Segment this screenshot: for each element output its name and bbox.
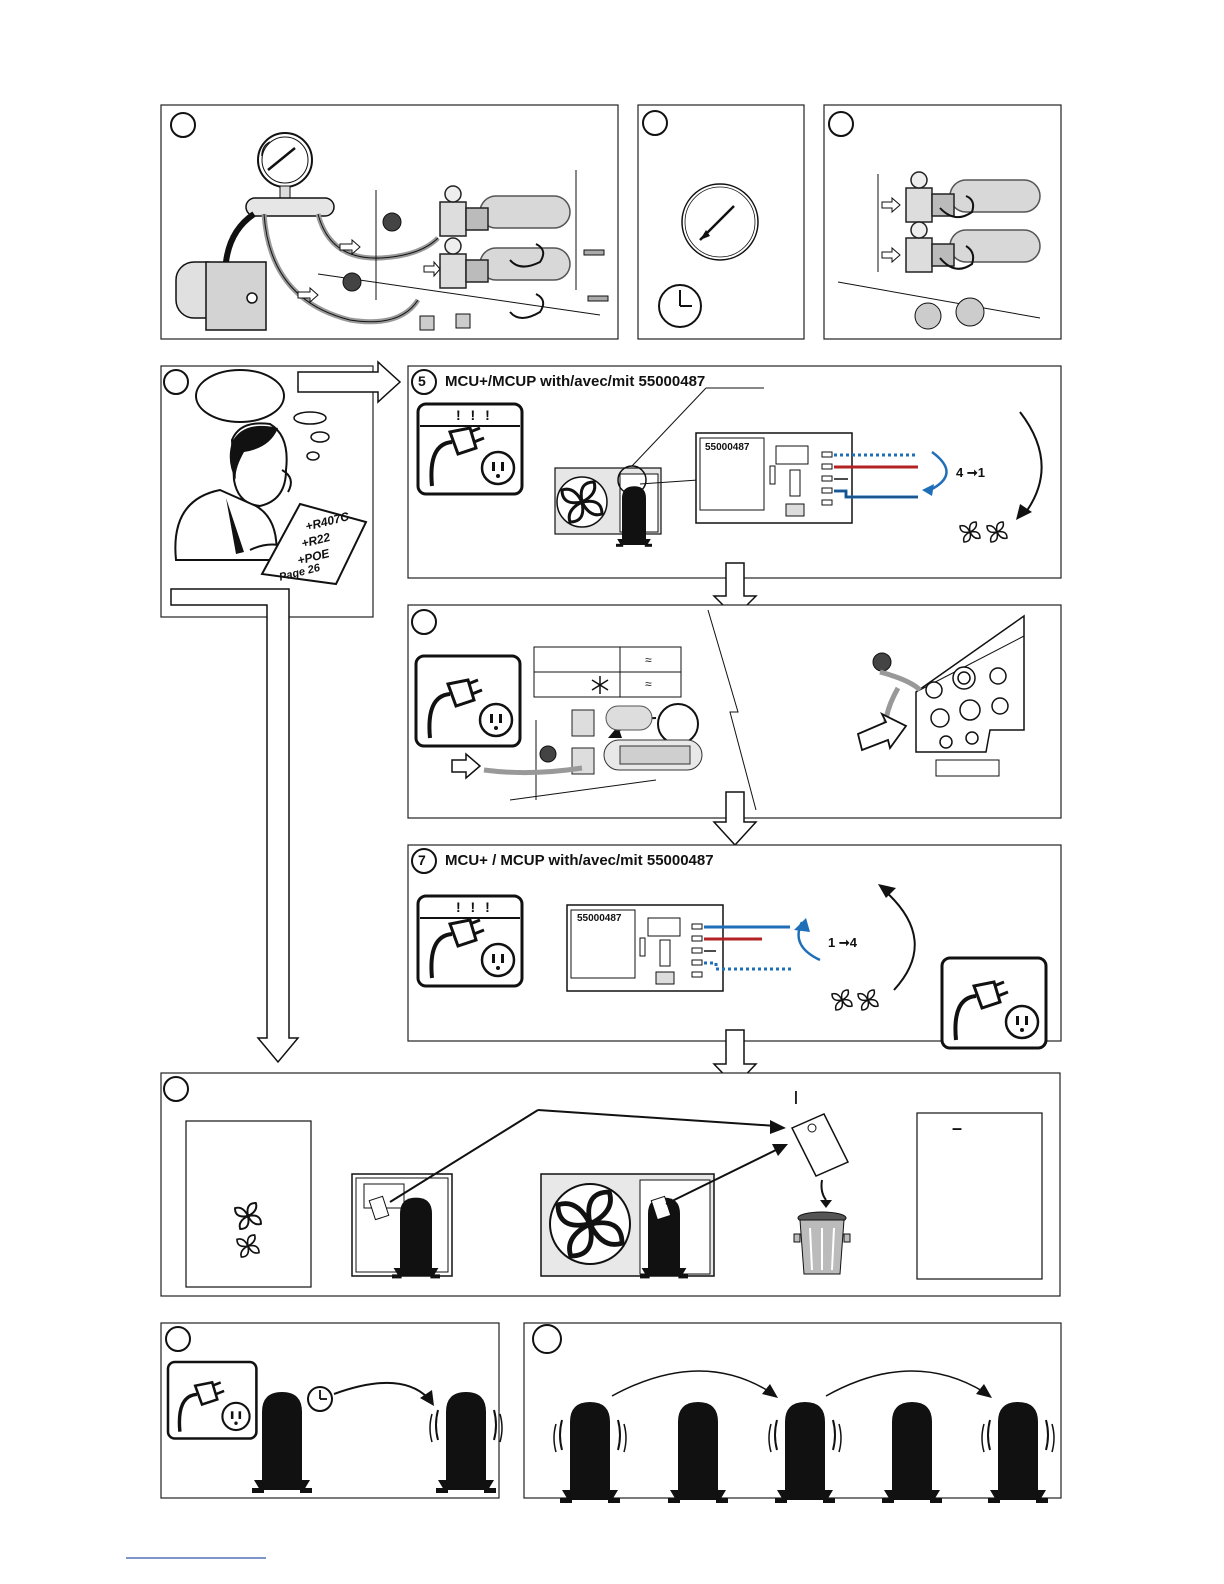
step-7-board-part: 55000487 (577, 913, 622, 924)
step-5-sequence: 4 ➞1 (956, 465, 985, 481)
pressure-gauge-icon (258, 133, 312, 187)
thought-bubble (196, 370, 284, 422)
cap-icon (956, 298, 984, 326)
panel-7 (408, 845, 1061, 1048)
step-7-warning: ! ! ! (456, 899, 493, 915)
panel-3 (824, 105, 1061, 339)
label-box (936, 760, 999, 776)
step-number-circle (829, 112, 853, 136)
info-card-left (186, 1121, 311, 1287)
panel-10 (524, 1323, 1061, 1503)
step-number-circle (164, 370, 188, 394)
card-dash: – (952, 1118, 962, 1139)
step-number-circle (643, 111, 667, 135)
flow-arrow-down-long (171, 589, 298, 1062)
step-7-title: MCU+ / MCUP with/avec/mit 55000487 (445, 852, 714, 869)
step-number-circle (164, 1077, 188, 1101)
step-7-number: 7 (418, 852, 426, 868)
step-number-circle (171, 113, 195, 137)
tag-tick-mark: | (794, 1088, 798, 1104)
panel-6 (408, 605, 1061, 818)
step-5-number: 5 (418, 373, 426, 389)
gauge-dial-icon (682, 184, 758, 260)
panel-2 (638, 105, 804, 339)
panel-4 (161, 366, 373, 617)
info-card-right (917, 1113, 1042, 1279)
plug-in-icon (942, 958, 1046, 1048)
pressure-gauge-icon (658, 704, 698, 744)
cap-icon (915, 303, 941, 329)
step-number-circle (412, 610, 436, 634)
panel-1 (161, 105, 618, 339)
step-number-circle (166, 1327, 190, 1351)
table-approx-2: ≈ (645, 677, 652, 691)
panel-8 (161, 1073, 1060, 1296)
step-5-title: MCU+/MCUP with/avec/mit 55000487 (445, 373, 705, 390)
step-5-warning: ! ! ! (456, 407, 493, 423)
step-7-sequence: 1 ➞4 (828, 935, 857, 951)
table-approx-1: ≈ (645, 653, 652, 667)
plug-in-icon (416, 656, 520, 746)
step-number-circle (533, 1325, 561, 1353)
panel-9 (161, 1323, 502, 1498)
plug-in-icon (168, 1362, 256, 1439)
step-5-board-part: 55000487 (705, 442, 750, 453)
